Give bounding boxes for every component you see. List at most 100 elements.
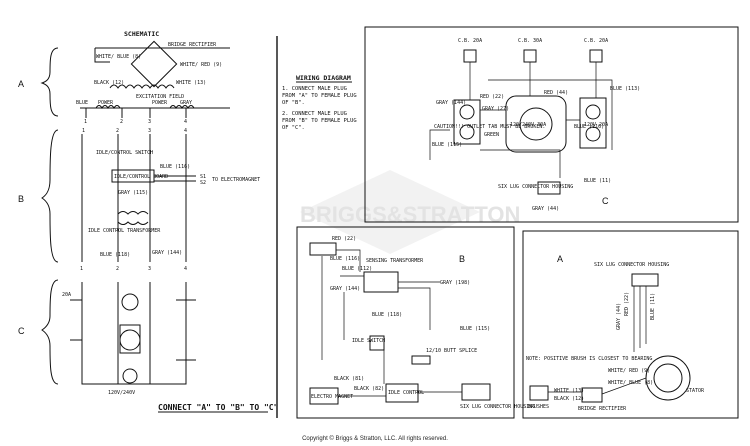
panel-a-bridge-rectifier-symbol xyxy=(581,387,603,403)
wire-blue-116-label: BLUE (116) xyxy=(160,164,190,170)
panel-a: A SIX LUG CONNECTOR HOUSING GRAY (44) RE… xyxy=(522,230,739,419)
terminal-b-2-bottom: 2 xyxy=(116,266,119,272)
section-label-c: C xyxy=(18,326,25,336)
power-coil-1 xyxy=(95,105,121,109)
panel-b-blue-116: BLUE (116) xyxy=(330,256,360,262)
receptacle-mid-label: 120/240V 30A xyxy=(510,122,546,128)
sensing-transformer-label: SENSING TRANSFORMER xyxy=(366,258,424,264)
brace-a xyxy=(40,47,59,117)
receptacle-left xyxy=(453,99,481,145)
schematic-title: SCHEMATIC xyxy=(124,30,159,38)
s2-label: S2 xyxy=(200,180,206,186)
receptacle-2 xyxy=(119,329,141,351)
cb1-label: C.B. 20A xyxy=(458,38,482,44)
panel-c: C C.B. 20A C.B. 30A C.B. 20A 120/240V 30… xyxy=(364,26,739,223)
panel-c-six-lug-label: SIX LUG CONNECTOR HOUSING xyxy=(498,184,573,190)
panel-b-six-lug-label: SIX LUG CONNECTOR HOUSING xyxy=(460,404,535,410)
receptacle-frame xyxy=(119,324,141,354)
power-coil-2 xyxy=(169,105,195,109)
stator-label: STATOR xyxy=(686,388,705,394)
stator-inner xyxy=(653,363,683,393)
terminal-b-2: 2 xyxy=(116,128,119,134)
panel-c-wire-blue-116: BLUE (116) xyxy=(574,124,604,130)
wire-blue-118-label: BLUE (118) xyxy=(100,252,130,258)
panel-b-connector-top xyxy=(309,242,337,256)
power-label-2: POWER xyxy=(152,100,168,106)
panel-c-label: C xyxy=(602,196,609,206)
caution-label: CAUTION!!! OUTLET TAB MUST BE BROKEN. xyxy=(434,124,545,130)
wire-gray-label: GRAY xyxy=(180,100,192,106)
idle-control-symbol xyxy=(385,383,419,403)
panel-b-blue-115: BLUE (115) xyxy=(460,326,490,332)
idle-control-label: IDLE CONTROL xyxy=(388,390,424,396)
wire-white-blue-label: WHITE/ BLUE (8) xyxy=(96,54,141,60)
panel-c-six-lug-connector xyxy=(537,181,561,195)
cb3-label: C.B. 20A xyxy=(584,38,608,44)
panel-a-frame xyxy=(522,230,739,419)
idle-control-transformer-symbol xyxy=(117,211,149,225)
terminal-b-3: 3 xyxy=(148,128,151,134)
panel-c-wire-blue-115: BLUE (115) xyxy=(432,142,462,148)
idle-control-transformer-label: IDLE CONTROL TRANSFORMER xyxy=(88,228,161,234)
brush-note: NOTE: POSITIVE BRUSH IS CLOSEST TO BEARI… xyxy=(526,356,652,362)
panel-b-red-22: RED (22) xyxy=(332,236,356,242)
panel-b-frame xyxy=(296,226,515,419)
schematic-block-b: 1 2 3 4 IDLE/CONTROL SWITCH IDLE/CONTROL… xyxy=(80,128,260,272)
butt-splice-symbol xyxy=(411,355,431,365)
circuit-breaker-2: C.B. 30A xyxy=(518,38,542,63)
brushes-symbol xyxy=(529,385,549,401)
panel-a-bridge-rectifier-label: BRIDGE RECTIFIER xyxy=(578,406,627,412)
idle-control-switch-label: IDLE/CONTROL SWITCH xyxy=(96,150,153,156)
wire-blue-label: BLUE xyxy=(76,100,88,106)
sensing-transformer-symbol xyxy=(363,271,399,293)
receptacle-1 xyxy=(121,293,139,311)
terminal-b-4: 4 xyxy=(184,128,187,134)
brace-b xyxy=(41,129,59,263)
terminal-b-4-bottom: 4 xyxy=(184,266,187,272)
panel-c-wire-gray-144: GRAY (144) xyxy=(436,100,466,106)
connect-note: CONNECT "A" TO "B" TO "C" xyxy=(158,403,278,412)
panel-c-wire-blue-113: BLUE (113) xyxy=(610,86,640,92)
electro-magnet-label: ELECTRO MAGNET xyxy=(311,394,353,400)
terminal-b-1-bottom: 1 xyxy=(80,266,83,272)
bridge-rectifier-symbol xyxy=(130,40,178,88)
panel-b-label: B xyxy=(459,254,465,264)
wire-gray-115-label: GRAY (115) xyxy=(118,190,148,196)
panel-b-black-82: BLACK (82) xyxy=(354,386,384,392)
wire-white-red-label: WHITE/ RED (9) xyxy=(180,62,222,68)
power-label-1: POWER xyxy=(98,100,114,106)
circuit-breaker-1: C.B. 20A xyxy=(458,38,482,63)
panel-a-white-red: WHITE/ RED (9) xyxy=(608,368,650,374)
section-label-b: B xyxy=(18,194,24,204)
brace-c xyxy=(41,279,59,385)
wiring-diagram-notes: WIRING DIAGRAM 1. CONNECT MALE PLUG FROM… xyxy=(282,74,357,131)
wire-black-label: BLACK (12) xyxy=(94,80,124,86)
panel-b-gray-144: GRAY (144) xyxy=(330,286,360,292)
panel-c-wire-blue-11: BLUE (11) xyxy=(584,178,611,184)
panel-c-wire-gray-44: GRAY (44) xyxy=(532,206,559,212)
panel-a-black-12: BLACK (12) xyxy=(554,396,584,402)
to-electromagnet-label: TO ELECTROMAGNET xyxy=(212,177,260,183)
panel-a-six-lug-connector xyxy=(631,273,659,287)
receptacle-right-label: 120V 20A xyxy=(584,122,608,128)
watermark-text: BRIGGS&STRATTON xyxy=(300,202,520,227)
stator-outer xyxy=(645,355,691,401)
panel-a-label: A xyxy=(557,254,563,264)
schematic: SCHEMATIC A B C BRIDGE RECTIFIER WHITE/ … xyxy=(18,30,278,413)
panel-c-frame xyxy=(364,26,739,223)
panel-b-six-lug-connector xyxy=(461,383,491,401)
panel-b-blue-118: BLUE (118) xyxy=(372,312,402,318)
idle-control-board-label: IDLE/CONTROL BOARD xyxy=(114,174,168,180)
bridge-rectifier-label: BRIDGE RECTIFIER xyxy=(168,42,217,48)
panel-a-white-13: WHITE (13) xyxy=(554,388,584,394)
schematic-block-c: 20A 120V/240V xyxy=(62,282,196,396)
panel-c-wire-red-44: RED (44) xyxy=(544,90,568,96)
receptacle-label: 120V/240V xyxy=(108,390,135,396)
panel-a-blue-11: BLUE (11) xyxy=(650,293,656,320)
receptacle-3 xyxy=(122,368,138,384)
excitation-field-label: EXCITATION FIELD xyxy=(136,94,184,100)
panel-c-wire-gray-27: GRAY (27) xyxy=(482,106,509,112)
panel-b-gray-198: GRAY (198) xyxy=(440,280,470,286)
panel-c-wire-green: GREEN xyxy=(484,132,499,138)
terminal-b-3-bottom: 3 xyxy=(148,266,151,272)
